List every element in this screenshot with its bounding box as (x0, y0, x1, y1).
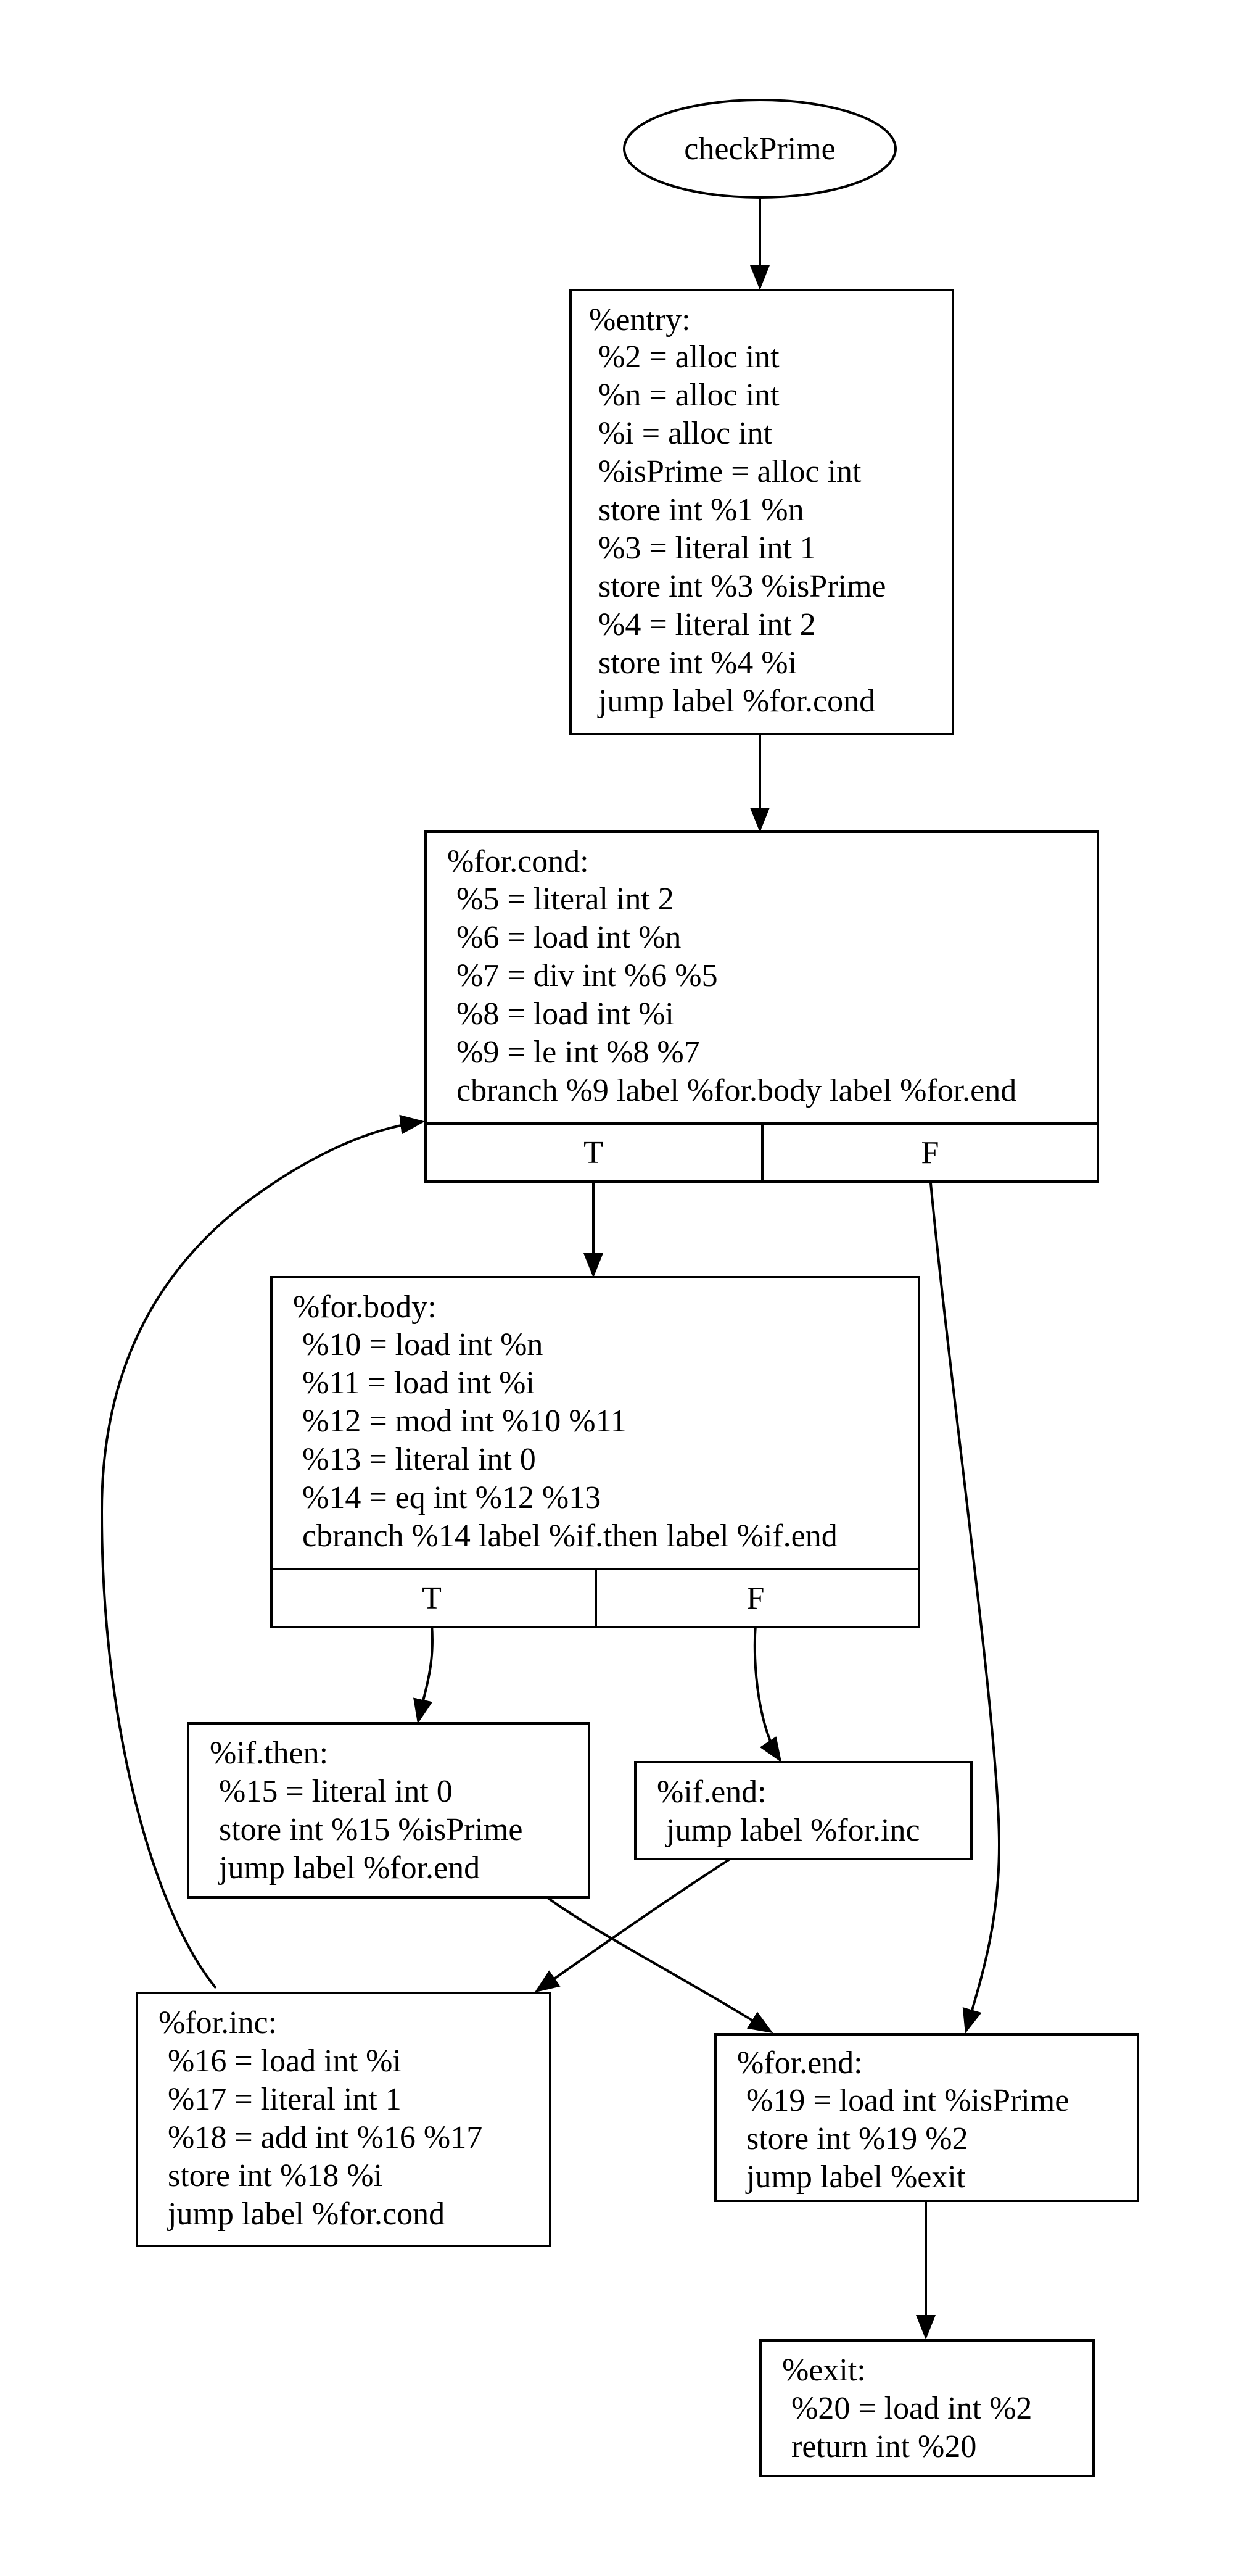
block-for-cond-line: %9 = le int %8 %7 (456, 1035, 700, 1070)
checkprime-label: checkPrime (684, 131, 835, 167)
edge-for-body-false-to-if-end (753, 1624, 782, 1763)
branch-false-label: F (747, 1581, 765, 1616)
block-exit: %exit: %20 = load int %2 return int %20 (759, 2339, 1095, 2477)
block-entry-line: %isPrime = alloc int (598, 454, 862, 489)
branch-false-label: F (921, 1135, 939, 1170)
block-for-cond-line: cbranch %9 label %for.body label %for.en… (456, 1073, 1016, 1108)
block-for-inc-line: %17 = literal int 1 (168, 2082, 402, 2117)
block-entry-line: %3 = literal int 1 (598, 531, 816, 566)
block-for-end-label: %for.end: (737, 2045, 863, 2081)
branch-true-label: T (583, 1135, 603, 1170)
block-entry-line: %n = alloc int (598, 378, 780, 413)
block-entry-line: %i = alloc int (598, 416, 773, 451)
block-entry-line: store int %3 %isPrime (598, 569, 886, 604)
block-entry-line: %4 = literal int 2 (598, 607, 816, 642)
block-entry-line: %2 = alloc int (598, 339, 780, 375)
block-for-inc-line: %18 = add int %16 %17 (168, 2120, 482, 2155)
block-for-body-line: cbranch %14 label %if.then label %if.end (302, 1518, 838, 1554)
block-for-cond: %for.cond: %5 = literal int 2 %6 = load … (424, 830, 1099, 1183)
block-entry: %entry: %2 = alloc int %n = alloc int %i… (569, 289, 954, 735)
block-if-then-line: store int %15 %isPrime (219, 1812, 523, 1847)
block-for-cond-label: %for.cond: (447, 844, 589, 879)
block-for-cond-line: %6 = load int %n (456, 920, 681, 955)
block-entry-line: store int %1 %n (598, 492, 804, 528)
block-if-then-line: %15 = literal int 0 (219, 1774, 453, 1809)
block-for-end-line: store int %19 %2 (746, 2121, 968, 2156)
block-for-cond-line: %8 = load int %i (456, 996, 674, 1032)
block-for-inc-line: %16 = load int %i (168, 2044, 402, 2079)
edges (100, 199, 1001, 2340)
block-for-body-line: %11 = load int %i (302, 1365, 535, 1401)
block-for-body: %for.body: %10 = load int %n %11 = load … (270, 1276, 920, 1628)
block-for-inc-line: store int %18 %i (168, 2158, 382, 2193)
block-for-inc-line: jump label %for.cond (167, 2197, 445, 2232)
block-if-then-label: %if.then: (210, 1736, 328, 1771)
block-if-end: %if.end: jump label %for.inc (634, 1761, 973, 1860)
block-for-body-line: %13 = literal int 0 (302, 1442, 536, 1477)
block-for-cond-line: %7 = div int %6 %5 (456, 958, 718, 993)
block-if-then: %if.then: %15 = literal int 0 store int … (187, 1722, 590, 1899)
edge-for-cond-false-to-for-end (929, 1176, 1001, 2034)
branch-true-label: T (422, 1581, 442, 1616)
block-exit-line: %20 = load int %2 (791, 2391, 1032, 2426)
block-for-body-line: %14 = eq int %12 %13 (302, 1480, 601, 1515)
block-if-then-line: jump label %for.end (218, 1850, 480, 1886)
edge-if-end-to-for-inc (534, 1857, 732, 1993)
block-entry-label: %entry: (589, 302, 691, 338)
edge-if-then-to-for-end (542, 1893, 773, 2034)
block-for-inc: %for.inc: %16 = load int %i %17 = litera… (136, 1992, 551, 2247)
block-entry-line: jump label %for.cond (597, 684, 875, 719)
block-for-body-label: %for.body: (293, 1290, 437, 1325)
block-for-body-line: %10 = load int %n (302, 1327, 543, 1362)
block-entry-line: store int %4 %i (598, 645, 797, 681)
block-for-end-line: %19 = load int %isPrime (746, 2083, 1069, 2118)
block-exit-line: return int %20 (791, 2429, 976, 2464)
block-if-end-line: jump label %for.inc (665, 1813, 920, 1848)
block-for-body-line: %12 = mod int %10 %11 (302, 1404, 627, 1439)
block-for-end-line: jump label %exit (745, 2160, 966, 2195)
block-for-cond-line: %5 = literal int 2 (456, 882, 674, 917)
block-for-end: %for.end: %19 = load int %isPrime store … (714, 2033, 1139, 2202)
block-if-end-label: %if.end: (657, 1775, 767, 1810)
edge-for-inc-to-for-cond (100, 1114, 425, 1989)
checkprime-node: checkPrime (623, 99, 897, 199)
block-exit-label: %exit: (782, 2353, 866, 2388)
edge-for-body-true-to-if-then (413, 1624, 434, 1724)
block-for-inc-label: %for.inc: (159, 2005, 277, 2040)
